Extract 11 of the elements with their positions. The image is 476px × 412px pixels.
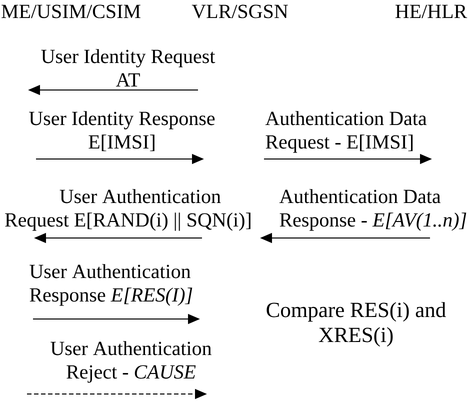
message-label: Authentication Data Request - E[IMSI]	[265, 111, 427, 153]
message-label: User Authentication Reject - CAUSE	[50, 341, 212, 383]
message-label: User Authentication Request E[RAND(i) || SQN(i)]	[5, 189, 250, 231]
note-text: Compare RES(i) and XRES(i)	[266, 302, 446, 347]
message-label: User Identity Response E[IMSI]	[29, 111, 215, 152]
column-heading: VLR/SGSN	[192, 4, 288, 18]
message-label: User Authentication Response E[RES(I)]	[30, 264, 192, 306]
column-heading: HE/HLR	[395, 4, 468, 18]
message-label: Authentication Data Response - E[AV(1..n)]	[279, 189, 466, 231]
column-heading: ME/USIM/CSIM	[2, 4, 140, 18]
message-label: User Identity Request AT	[41, 49, 216, 86]
